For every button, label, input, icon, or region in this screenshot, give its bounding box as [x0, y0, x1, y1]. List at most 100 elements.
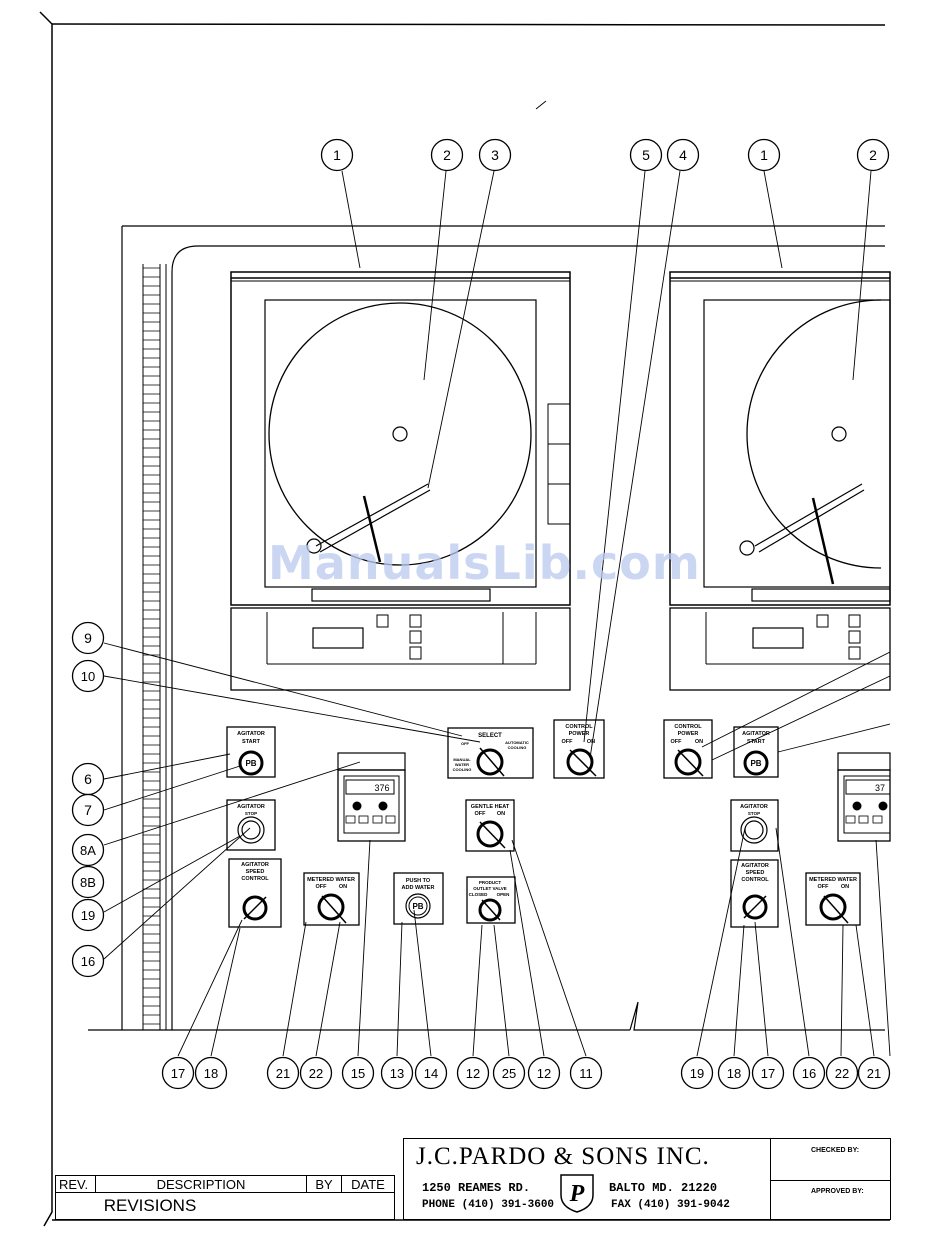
checked-by: CHECKED BY:: [811, 1147, 860, 1154]
svg-text:P: P: [569, 1181, 585, 1207]
company-title-block: J.C.PARDO & SONS INC. 1250 REAMES RD. BA…: [403, 1138, 771, 1220]
agitator-start-label-1: AGITATOR: [237, 731, 265, 737]
select-cooling-1: COOLING: [453, 767, 472, 772]
callout-label: 8B: [80, 875, 96, 890]
callout-c5: 5: [629, 138, 663, 172]
company-name: J.C.PARDO & SONS INC.: [416, 1143, 710, 1170]
revision-block: REV. DESCRIPTION BY DATE REVISIONS: [55, 1175, 395, 1220]
control-power-label-1: CONTROL: [565, 724, 593, 730]
callout-label: 13: [390, 1066, 404, 1081]
agitator-speed-r-label-1: AGITATOR: [741, 863, 769, 869]
callout-c2a: 2: [430, 138, 464, 172]
display-readout: 376: [374, 783, 389, 793]
watermark: ManualsLib.com: [268, 536, 701, 590]
callout-label: 17: [761, 1066, 775, 1081]
callout-c9: 9: [71, 621, 105, 655]
company-logo-icon: P: [560, 1174, 594, 1213]
callout-c6: 6: [71, 762, 105, 796]
approval-block: CHECKED BY: APPROVED BY:: [771, 1138, 891, 1220]
agitator-stop-label-2: STOP: [245, 811, 257, 816]
callout-label: 5: [642, 147, 650, 163]
callout-c8a: 8A: [71, 833, 105, 867]
callout-c2b: 2: [856, 138, 890, 172]
by-header: BY: [306, 1175, 342, 1193]
date-header: DATE: [341, 1175, 395, 1193]
callout-b19: 19: [680, 1056, 714, 1090]
rev-header: REV.: [55, 1175, 96, 1193]
metered-water-off: OFF: [316, 884, 328, 890]
callout-b16: 16: [792, 1056, 826, 1090]
metered-water-on: ON: [339, 884, 347, 890]
control-power-r-on: ON: [695, 739, 703, 745]
callout-label: 17: [171, 1066, 185, 1081]
callout-c1a: 1: [320, 138, 354, 172]
callout-label: 22: [309, 1066, 323, 1081]
callout-b13: 13: [380, 1056, 414, 1090]
callout-c3: 3: [478, 138, 512, 172]
callout-label: 15: [351, 1066, 365, 1081]
agitator-stop-label-1: AGITATOR: [237, 804, 265, 810]
callout-label: 12: [537, 1066, 551, 1081]
control-power-label-2: POWER: [569, 731, 590, 737]
callout-label: 1: [760, 147, 768, 163]
callout-label: 1: [333, 147, 341, 163]
product-valve-closed: CLOSED: [469, 892, 489, 897]
callout-label: 7: [84, 802, 92, 818]
agitator-stop-r-label-2: STOP: [748, 811, 760, 816]
callout-label: 18: [727, 1066, 741, 1081]
callout-c10: 10: [71, 659, 105, 693]
agitator-start-label-2: START: [242, 739, 261, 745]
agitator-start-r-label-1: AGITATOR: [742, 731, 770, 737]
callout-b22: 22: [299, 1056, 333, 1090]
callout-label: 18: [204, 1066, 218, 1081]
callout-b18: 18: [194, 1056, 228, 1090]
callout-c1b: 1: [747, 138, 781, 172]
callout-c7: 7: [71, 793, 105, 827]
callout-c8b: 8B: [71, 865, 105, 899]
callout-c16a: 16: [71, 944, 105, 978]
callout-label: 21: [867, 1066, 881, 1081]
agitator-speed-r-label-3: CONTROL: [741, 877, 769, 883]
callout-label: 19: [81, 908, 95, 923]
callout-b25: 25: [492, 1056, 526, 1090]
callout-b18r: 18: [717, 1056, 751, 1090]
callout-label: 21: [276, 1066, 290, 1081]
callout-label: 3: [491, 147, 499, 163]
callout-label: 14: [424, 1066, 438, 1081]
callout-label: 11: [579, 1066, 593, 1081]
revisions-title: REVISIONS: [55, 1192, 395, 1220]
callout-label: 8A: [80, 843, 96, 858]
product-valve-open: OPEN: [497, 892, 510, 897]
callout-label: 4: [679, 147, 687, 163]
callout-c19a: 19: [71, 898, 105, 932]
pb-label-water: PB: [412, 902, 423, 911]
callout-b22r: 22: [825, 1056, 859, 1090]
select-water: WATER: [455, 762, 469, 767]
control-power-on: ON: [587, 739, 595, 745]
callout-label: 16: [802, 1066, 816, 1081]
agitator-speed-label-2: SPEED: [246, 869, 265, 875]
callout-label: 19: [690, 1066, 704, 1081]
select-cooling-2: COOLING: [508, 745, 527, 750]
push-label-1: PUSH TO: [406, 878, 431, 884]
product-valve-label-2: OUTLET VALVE: [473, 886, 507, 891]
callout-label: 12: [466, 1066, 480, 1081]
metered-water-r-label: METERED WATER: [809, 877, 857, 883]
gentle-heat-on: ON: [497, 811, 505, 817]
callout-b21r: 21: [857, 1056, 891, 1090]
callout-label: 25: [502, 1066, 516, 1081]
metered-water-r-off: OFF: [818, 884, 830, 890]
callout-label: 10: [81, 669, 95, 684]
gentle-heat-off: OFF: [475, 811, 487, 817]
agitator-speed-r-label-2: SPEED: [746, 870, 765, 876]
agitator-speed-label-3: CONTROL: [241, 876, 269, 882]
company-address: 1250 REAMES RD.: [422, 1181, 531, 1195]
callout-b15: 15: [341, 1056, 375, 1090]
callout-label: 2: [869, 147, 877, 163]
pb-label-r: PB: [750, 759, 761, 768]
approved-by: APPROVED BY:: [811, 1188, 864, 1195]
company-phone: PHONE (410) 391-3600: [422, 1199, 555, 1211]
control-power-off: OFF: [562, 739, 574, 745]
gentle-heat-label: GENTLE HEAT: [471, 804, 510, 810]
callout-b17: 17: [161, 1056, 195, 1090]
